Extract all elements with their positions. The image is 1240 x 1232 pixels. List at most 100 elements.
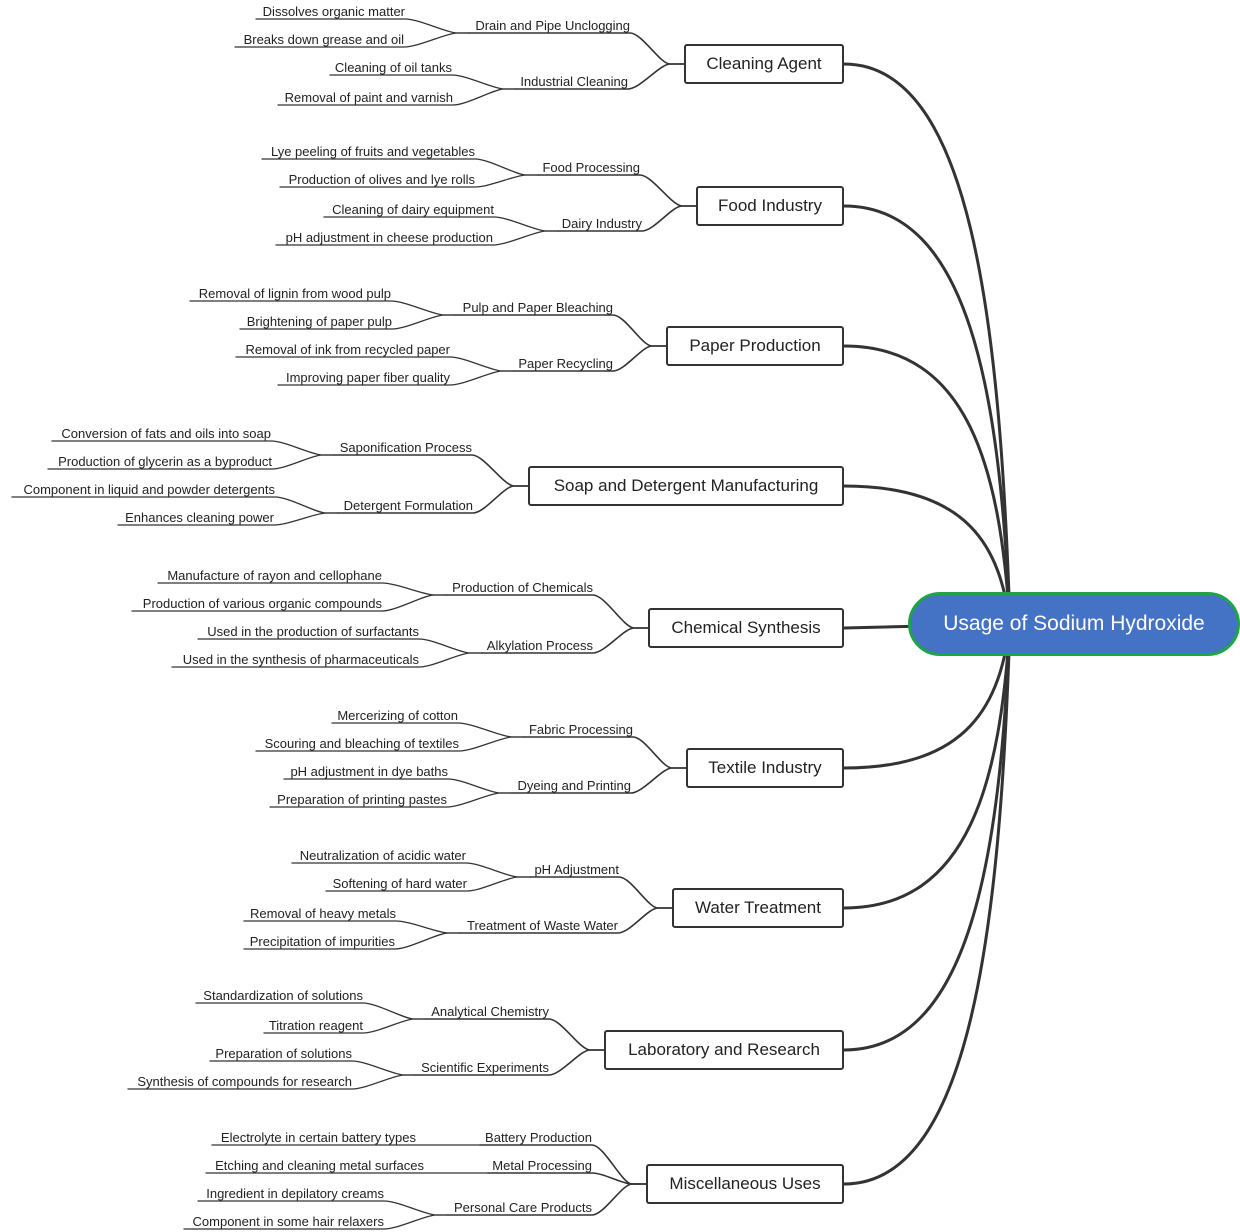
leaf-label[interactable]: pH adjustment in dye baths	[290, 764, 448, 779]
sub-topic-label[interactable]: Detergent Formulation	[343, 498, 473, 513]
sub-topic-label[interactable]: Saponification Process	[339, 440, 472, 455]
leaf-label[interactable]: Precipitation of impurities	[249, 934, 395, 949]
sub-connector	[445, 594, 649, 629]
leaf-connector	[183, 1214, 449, 1230]
leaf-connector	[263, 1018, 427, 1034]
leaf-label[interactable]: Production of olives and lye rolls	[288, 172, 475, 187]
branch-node[interactable]: Miscellaneous Uses	[646, 1164, 844, 1204]
leaf-connector	[117, 512, 339, 526]
leaf-label[interactable]: Improving paper fiber quality	[285, 370, 450, 385]
leaf-connector	[331, 722, 525, 738]
leaf-label[interactable]: Preparation of printing pastes	[277, 792, 447, 807]
leaf-label[interactable]: Removal of ink from recycled paper	[245, 342, 450, 357]
leaf-label[interactable]: Removal of lignin from wood pulp	[198, 286, 391, 301]
leaf-connector	[277, 88, 517, 106]
sub-topic-label[interactable]: Scientific Experiments	[421, 1060, 549, 1075]
branch-node[interactable]: Food Industry	[696, 186, 844, 226]
sub-topic-label[interactable]: Battery Production	[485, 1130, 592, 1145]
sub-connector	[515, 63, 685, 90]
leaf-label[interactable]: Removal of heavy metals	[250, 906, 396, 921]
leaf-connector	[195, 1002, 427, 1020]
sub-topic-label[interactable]: Pulp and Paper Bleaching	[462, 300, 613, 315]
sub-topic-label[interactable]: Personal Care Products	[453, 1200, 592, 1215]
leaf-label[interactable]: Brightening of paper pulp	[246, 314, 392, 329]
sub-connector	[487, 1172, 647, 1185]
sub-topic-label[interactable]: Dairy Industry	[561, 216, 642, 231]
sub-topic-label[interactable]: Treatment of Waste Water	[467, 918, 618, 933]
branch-connector	[842, 622, 1012, 910]
sub-connector	[523, 736, 687, 769]
leaf-label[interactable]: Lye peeling of fruits and vegetables	[270, 144, 475, 159]
leaf-label[interactable]: Used in the production of surfactants	[207, 624, 419, 639]
leaf-label[interactable]: Standardization of solutions	[203, 988, 363, 1003]
leaf-label[interactable]: Cleaning of oil tanks	[334, 60, 452, 75]
sub-topic-label[interactable]: pH Adjustment	[534, 862, 619, 877]
leaf-connector	[283, 778, 513, 794]
leaf-connector	[243, 920, 461, 934]
leaf-label[interactable]: Manufacture of rayon and cellophane	[167, 568, 382, 583]
leaf-label[interactable]: Scouring and bleaching of textiles	[264, 736, 459, 751]
leaf-label[interactable]: Breaks down grease and oil	[243, 32, 404, 47]
sub-topic-label[interactable]: Metal Processing	[492, 1158, 592, 1173]
sub-connector	[513, 345, 667, 372]
sub-topic-label[interactable]: Production of Chemicals	[452, 580, 593, 595]
branch-node[interactable]: Chemical Synthesis	[648, 608, 844, 648]
sub-topic-label[interactable]: Fabric Processing	[528, 722, 633, 737]
leaf-connector	[235, 356, 515, 372]
sub-topic-label[interactable]: Industrial Cleaning	[520, 74, 628, 89]
branch-node[interactable]: Textile Industry	[686, 748, 844, 788]
branch-node[interactable]: Water Treatment	[672, 888, 844, 928]
leaf-connector	[255, 18, 470, 34]
root-node[interactable]: Usage of Sodium Hydroxide	[908, 592, 1240, 656]
branch-node[interactable]: Laboratory and Research	[604, 1030, 844, 1070]
sub-connector	[468, 32, 685, 65]
leaf-label[interactable]: Synthesis of compounds for research	[137, 1074, 352, 1089]
sub-connector	[447, 1183, 647, 1216]
leaf-label[interactable]: Production of various organic compounds	[142, 596, 382, 611]
sub-topic-label[interactable]: Food Processing	[542, 160, 640, 175]
leaf-connector	[171, 652, 483, 668]
leaf-label[interactable]: Preparation of solutions	[215, 1046, 352, 1061]
leaf-connector	[277, 370, 515, 386]
leaf-label[interactable]: Softening of hard water	[332, 876, 467, 891]
leaf-label[interactable]: Removal of paint and varnish	[284, 90, 453, 105]
branch-connector	[842, 344, 1012, 626]
leaf-label[interactable]: Component in some hair relaxers	[192, 1214, 384, 1229]
leaf-connector	[269, 792, 513, 808]
sub-topic-label[interactable]: Dyeing and Printing	[517, 778, 631, 793]
leaf-connector	[197, 1200, 449, 1216]
sub-connector	[529, 876, 673, 909]
leaf-label[interactable]: Dissolves organic matter	[262, 4, 405, 19]
sub-topic-label[interactable]: Analytical Chemistry	[431, 1004, 549, 1019]
sub-topic-label[interactable]: Alkylation Process	[486, 638, 593, 653]
leaf-label[interactable]: Neutralization of acidic water	[299, 848, 466, 863]
branch-node[interactable]: Cleaning Agent	[684, 44, 844, 84]
leaf-label[interactable]: Ingredient in depilatory creams	[206, 1186, 384, 1201]
leaf-label[interactable]: Used in the synthesis of pharmaceuticals	[182, 652, 419, 667]
leaf-connector	[157, 582, 447, 596]
sub-connector	[415, 1049, 605, 1076]
leaf-label[interactable]: Titration reagent	[268, 1018, 363, 1033]
leaf-connector	[47, 454, 335, 470]
sub-topic-label[interactable]: Drain and Pipe Unclogging	[475, 18, 630, 33]
leaf-label[interactable]: Conversion of fats and oils into soap	[61, 426, 271, 441]
leaf-label[interactable]: Electrolyte in certain battery types	[220, 1130, 416, 1145]
leaf-label[interactable]: Production of glycerin as a byproduct	[58, 454, 272, 469]
sub-connector	[459, 907, 673, 934]
sub-connector	[455, 314, 667, 347]
sub-connector	[537, 174, 697, 207]
branch-node[interactable]: Soap and Detergent Manufacturing	[528, 466, 844, 506]
leaf-label[interactable]: Etching and cleaning metal surfaces	[215, 1158, 424, 1173]
leaf-label[interactable]: pH adjustment in cheese production	[285, 230, 493, 245]
leaf-connector	[209, 1060, 417, 1076]
leaf-connector	[127, 1074, 417, 1090]
branch-node[interactable]: Paper Production	[666, 326, 844, 366]
leaf-connector	[51, 440, 335, 456]
leaf-label[interactable]: Enhances cleaning power	[125, 510, 274, 525]
branch-connector	[842, 622, 1012, 1186]
leaf-label[interactable]: Mercerizing of cotton	[337, 708, 458, 723]
leaf-label[interactable]: Cleaning of dairy equipment	[332, 202, 494, 217]
sub-topic-label[interactable]: Paper Recycling	[518, 356, 613, 371]
leaf-connector	[275, 230, 559, 246]
leaf-label[interactable]: Component in liquid and powder detergent…	[23, 482, 275, 497]
